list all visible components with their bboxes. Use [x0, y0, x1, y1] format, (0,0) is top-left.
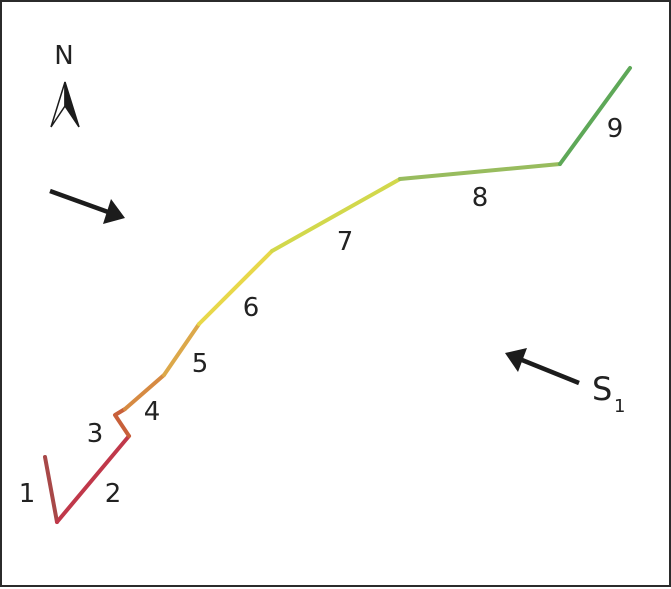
segment-label-2: 2	[105, 479, 122, 509]
north-label: N	[54, 41, 73, 71]
segment-label-3: 3	[87, 419, 104, 449]
arrow-shaft	[521, 357, 580, 386]
north-arrow-icon	[50, 81, 66, 128]
arrow-shaft	[49, 188, 109, 215]
north-arrow-icon-shade	[64, 81, 80, 128]
stress-label: S	[592, 370, 612, 408]
fault-segment-2	[55, 434, 131, 524]
arrow-icon	[505, 348, 527, 372]
arrow-head-icon	[103, 199, 125, 224]
north-arrow: N	[50, 41, 80, 128]
segment-label-5: 5	[192, 349, 209, 379]
segment-label-6: 6	[243, 293, 260, 323]
fault-segment-7	[270, 177, 402, 253]
stress-arrow: S 1	[505, 348, 625, 417]
fault-trace	[43, 66, 632, 524]
fault-segment-6	[197, 249, 274, 326]
direction-arrow-upper-left	[49, 188, 125, 224]
fault-segment-4	[123, 373, 166, 411]
fault-segment-3	[113, 407, 131, 438]
segment-labels: 1 2 3 4 5 6 7 8 9	[19, 114, 624, 509]
segment-label-7: 7	[337, 227, 354, 257]
stress-subscript: 1	[614, 396, 625, 417]
segment-label-4: 4	[144, 397, 161, 427]
segment-label-1: 1	[19, 479, 36, 509]
segment-label-9: 9	[607, 114, 624, 144]
fault-segment-9	[558, 66, 632, 166]
fault-segment-5	[162, 322, 201, 377]
segment-label-8: 8	[472, 183, 489, 213]
fault-segment-8	[398, 162, 562, 181]
fault-segment-1	[43, 455, 59, 524]
